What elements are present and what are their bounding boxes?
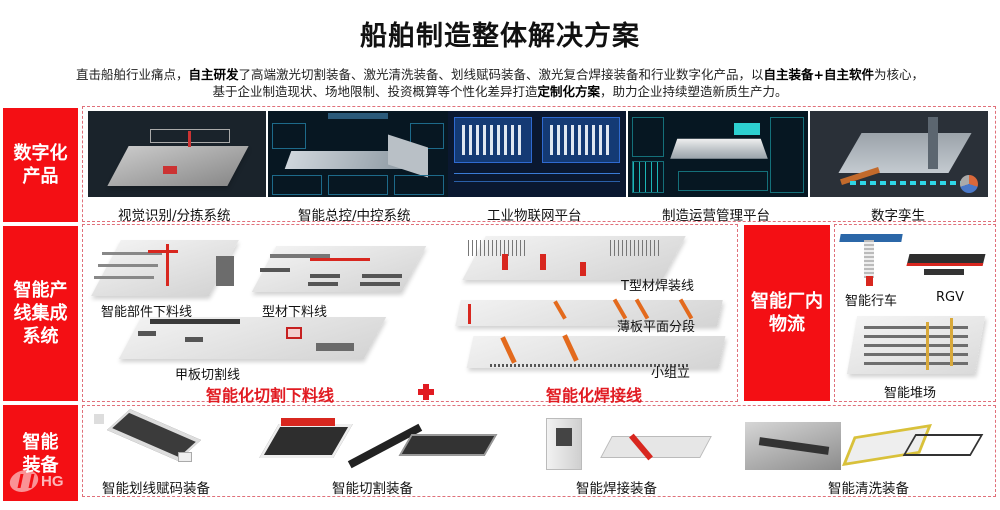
t-profile-welding-line-image[interactable] [460,232,686,282]
marking-coding-equipment-image[interactable] [90,409,220,472]
caption-rgv: RGV [936,290,964,305]
caption-mom-platform: 制造运营管理平台 [662,208,770,224]
caption-deck-line: 甲板切割线 [175,368,241,383]
smart-crane-image[interactable] [839,232,906,290]
intro-emphasis: 自主研发 [188,67,239,82]
small-assembly-line-image[interactable] [460,332,730,372]
section-label-production-line-integration: 智能产 线集成 系统 [3,226,78,401]
caption-thin-plate-section: 薄板平面分段 [617,320,696,335]
intro-segment: 了高端激光切割装备、激光清洗装备、划线赋码装备、激光复合焊接装备和行业数字化产品… [238,67,764,82]
section-box-digital-products [82,106,996,222]
welding-equipment-image[interactable] [538,412,718,474]
central-control-system-image[interactable] [268,111,448,197]
caption-central-control: 智能总控/中控系统 [298,208,411,224]
intro-emphasis: 定制化方案 [537,84,600,99]
intro-segment: 为核心， [874,67,925,82]
iiot-platform-image[interactable] [448,111,626,197]
profile-cutting-line-image[interactable] [240,244,427,294]
caption-t-profile-line: T型材焊装线 [621,279,694,294]
welding-line-title: 智能化焊接线 [546,386,643,405]
caption-smart-crane: 智能行车 [845,294,898,309]
intro-emphasis: 自主装备+自主软件 [763,67,874,82]
section-label-digital-products: 数字化 产品 [3,108,78,222]
deck-cutting-line-image[interactable] [110,313,387,363]
caption-cutting-equipment: 智能切割装备 [332,481,413,497]
cutting-equipment-image[interactable] [255,412,500,474]
mom-platform-image[interactable] [628,111,808,197]
digital-twin-image[interactable] [810,111,988,197]
intro-segment: 直击船舶行业痛点， [75,67,189,82]
intro-text: 直击船舶行业痛点，自主研发了高端激光切割装备、激光清洗装备、划线赋码装备、激光复… [0,66,1000,100]
intro-segment: 基于企业制造现状、场地限制、投资概算等个性化差异打造 [212,84,538,99]
intro-line-1: 直击船舶行业痛点，自主研发了高端激光切割装备、激光清洗装备、划线赋码装备、激光复… [0,66,1000,83]
smart-stockyard-image[interactable] [840,312,990,378]
caption-vision-sorting: 视觉识别/分拣系统 [118,208,231,224]
hg-logo: HG [7,470,64,492]
vision-sorting-system-image[interactable] [88,111,266,197]
caption-smart-component-line: 智能部件下料线 [101,305,193,320]
page-title: 船舶制造整体解决方案 [360,21,640,52]
section-box-smart-equipment [82,405,996,497]
intro-segment: ，助力企业持续塑造新质生产力。 [600,84,788,99]
caption-small-assembly: 小组立 [651,366,691,381]
caption-digital-twin: 数字孪生 [871,208,925,224]
caption-smart-stockyard: 智能堆场 [884,386,937,401]
caption-iiot-platform: 工业物联网平台 [487,208,582,224]
rgv-image[interactable] [904,252,988,280]
caption-marking-coding-equipment: 智能划线赋码装备 [102,481,210,497]
plus-icon [418,384,434,400]
section-box-in-plant-logistics [834,224,996,402]
thin-plate-panel-section-image[interactable] [448,296,738,330]
smart-component-cutting-line-image[interactable] [88,232,239,302]
caption-welding-equipment: 智能焊接装备 [576,481,657,497]
cutting-line-title: 智能化切割下料线 [206,386,335,405]
caption-profile-line: 型材下料线 [262,305,328,320]
section-box-production-line-integration [82,224,738,402]
section-label-in-plant-logistics: 智能厂内 物流 [744,225,830,401]
hg-logo-icon [7,470,41,492]
intro-line-2: 基于企业制造现状、场地限制、投资概算等个性化差异打造定制化方案，助力企业持续塑造… [0,83,1000,100]
cleaning-equipment-image[interactable] [745,412,985,474]
caption-cleaning-equipment: 智能清洗装备 [828,481,909,497]
